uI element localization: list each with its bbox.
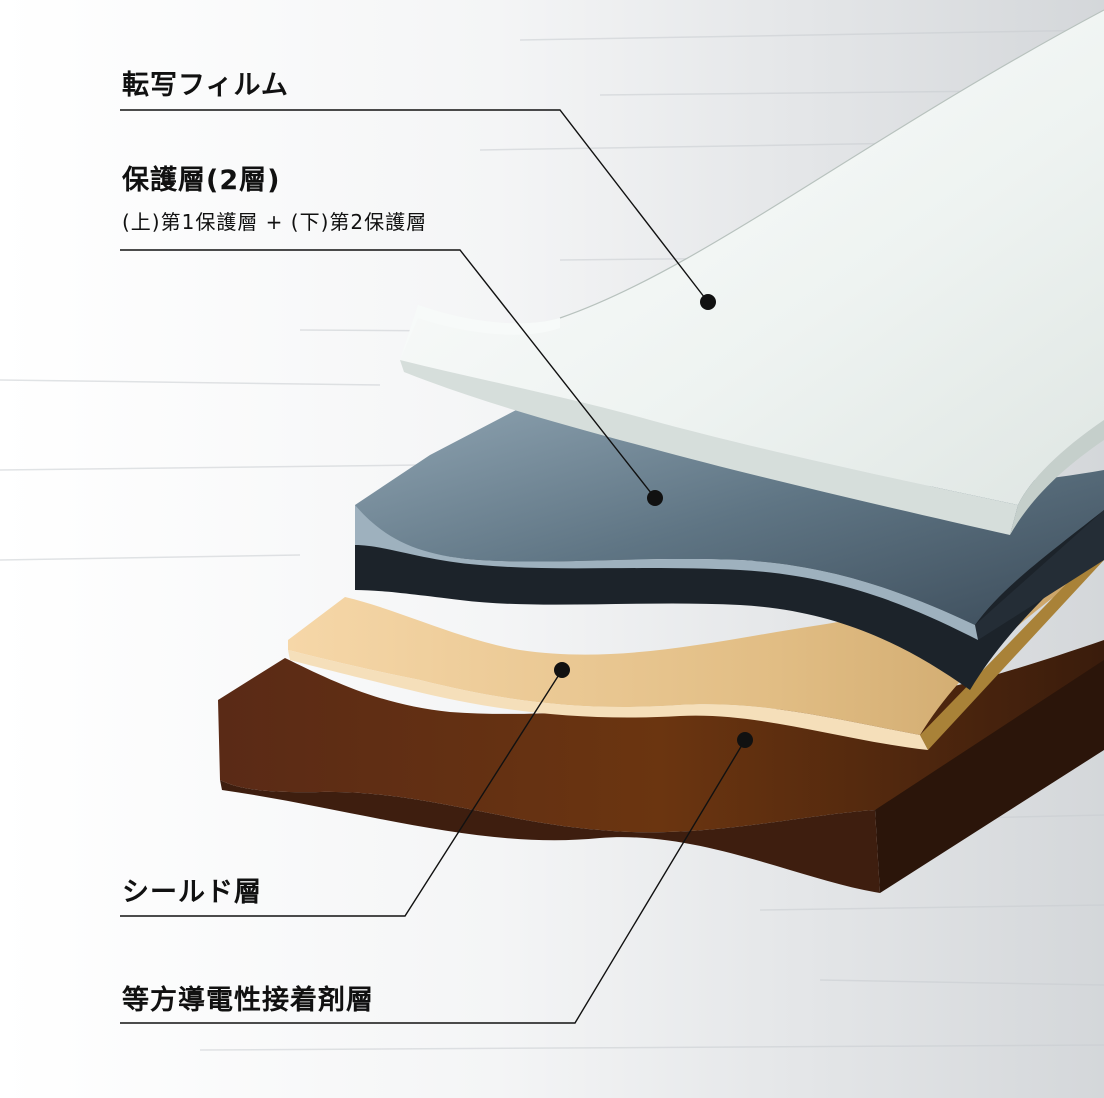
leader-line-transfer-film [120, 109, 709, 303]
adhesive-layer [218, 640, 1104, 893]
dot-protective [647, 490, 663, 506]
leader-line-adhesive [120, 739, 746, 1024]
label-adhesive-layer: 等方導電性接着剤層 [122, 985, 374, 1016]
label-shield-layer: シールド層 [122, 877, 262, 908]
dot-shield [554, 662, 570, 678]
dot-adhesive [737, 732, 753, 748]
dot-transfer-film [700, 294, 716, 310]
label-protective-layer: 保護層(2層) [122, 165, 281, 196]
protective-layer-1 [355, 408, 1104, 640]
leader-dots [554, 294, 753, 748]
leader-lines [120, 109, 746, 1024]
leader-line-protective [120, 249, 656, 499]
transfer-film [400, 9, 1104, 535]
label-protective-detail: (上)第1保護層 + (下)第2保護層 [122, 210, 428, 234]
label-transfer-film: 転写フィルム [122, 70, 289, 101]
leader-line-shield [120, 669, 563, 917]
shield-layer [288, 545, 1104, 750]
